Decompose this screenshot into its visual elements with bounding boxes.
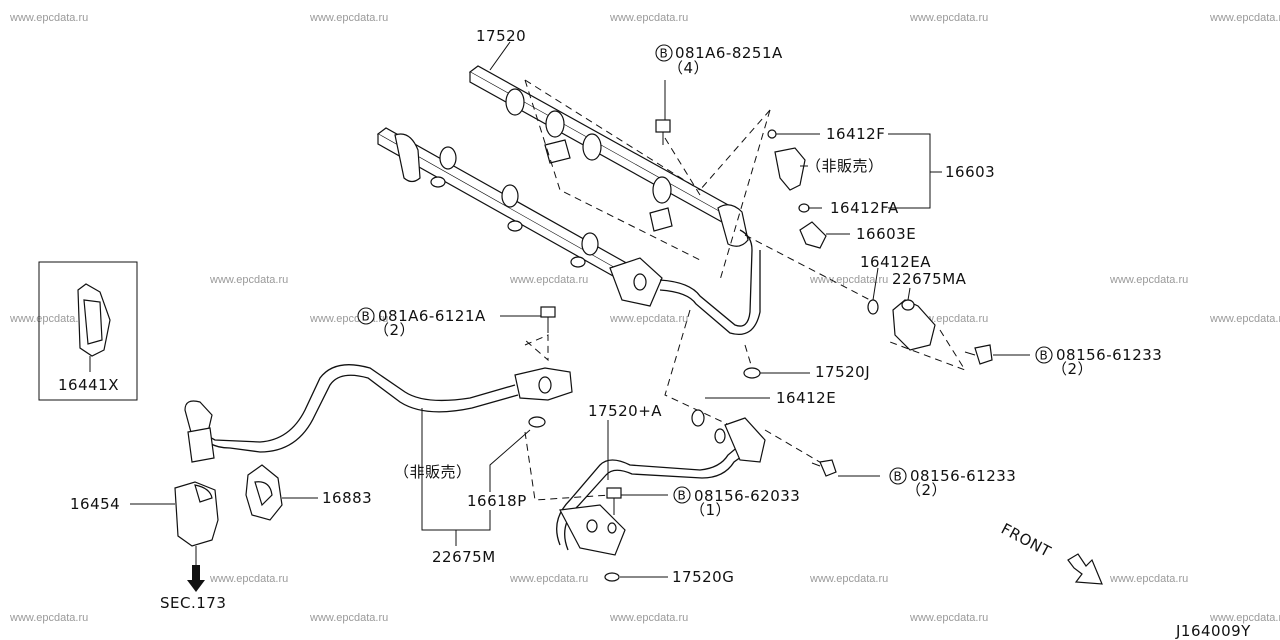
label-22675m: 22675M [432, 548, 496, 566]
label-bolt-08156-61233-lower: 08156-61233 [910, 467, 1016, 485]
fuel-rail-upper [468, 65, 749, 247]
watermark: www.epcdata.ru [609, 12, 688, 24]
label-17520: 17520 [476, 27, 526, 45]
bolt-b-icon [357, 307, 375, 325]
label-not-sold: （非販売） [394, 463, 472, 481]
part-labels: 17520 B 081A6-8251A （4） 16412F （非販売） 166… [58, 27, 1251, 640]
watermark: www.epcdata.ru [909, 12, 988, 24]
washer-17520j [743, 367, 761, 379]
bolt-b-icon [889, 467, 907, 485]
watermark: www.epcdata.ru [1109, 274, 1188, 286]
label-bolt-08156-61233-upper: 08156-61233 [1056, 346, 1162, 364]
bolt-b-icon [1035, 346, 1053, 364]
bolt-b-letter: B [678, 489, 686, 503]
fuel-injector-16603 [767, 129, 827, 249]
label-not-sold: （非販売） [806, 157, 884, 175]
fuel-rail-lower [376, 127, 663, 307]
label-16454: 16454 [70, 495, 120, 513]
label-22675ma: 22675MA [892, 270, 967, 288]
bolt-b-letter: B [362, 310, 370, 324]
label-bolt-08156-62033: 08156-62033 [694, 487, 800, 505]
bolt-b-icon [673, 486, 691, 504]
watermark: www.epcdata.ru [9, 12, 88, 24]
watermark: www.epcdata.ru [209, 573, 288, 585]
watermark: www.epcdata.ru [509, 573, 588, 585]
qty-bolt-081a6-6121a: （2） [374, 321, 415, 339]
label-16412ea: 16412EA [860, 253, 931, 271]
qty-bolt-081a6-8251a: （4） [668, 59, 709, 77]
bolt-b-letter: B [894, 470, 902, 484]
bolt-b-letter: B [660, 47, 668, 61]
watermark: www.epcdata.ru [909, 612, 988, 624]
label-17520a: 17520+A [588, 402, 662, 420]
label-16603e: 16603E [856, 225, 916, 243]
clamp-16454 [174, 481, 219, 592]
diagram-id: J164009Y [1175, 622, 1251, 640]
label-16618p: 16618P [467, 492, 527, 510]
label-17520j: 17520J [815, 363, 870, 381]
label-bolt-081a6-8251a: 081A6-8251A [675, 44, 783, 62]
watermark: www.epcdata.ru [1209, 313, 1280, 325]
qty-bolt-08156-61233-upper: （2） [1052, 360, 1093, 378]
front-label: FRONT [998, 520, 1054, 561]
watermark: www.epcdata.ru [1209, 12, 1280, 24]
watermark: www.epcdata.ru [9, 313, 88, 325]
label-16441x: 16441X [58, 376, 119, 394]
watermark: www.epcdata.ru [209, 274, 288, 286]
bolt-081a6-6121a [524, 306, 556, 362]
watermark: www.epcdata.ru [1209, 612, 1280, 624]
crossover-tube [659, 229, 753, 327]
watermark: www.epcdata.ru [809, 274, 888, 286]
label-16412f: 16412F [826, 125, 885, 143]
watermark: www.epcdata.ru [1109, 573, 1188, 585]
qty-bolt-08156-62033: （1） [690, 501, 731, 519]
watermark: www.epcdata.ru [309, 12, 388, 24]
label-sec-173: SEC.173 [160, 594, 226, 612]
watermark: www.epcdata.ru [309, 612, 388, 624]
label-bolt-081a6-6121a: 081A6-6121A [378, 307, 486, 325]
clip-16883 [245, 464, 283, 521]
pressure-regulator-22675ma [867, 299, 993, 365]
inset-box-16441x [38, 261, 138, 401]
front-indicator: FRONT [998, 520, 1103, 585]
watermark: www.epcdata.ru [609, 313, 688, 325]
fuel-hose-22675m [184, 364, 611, 501]
label-16603: 16603 [945, 163, 995, 181]
bolt-b-icon [655, 44, 673, 62]
leader-lines [130, 41, 1030, 578]
bolt-b-letter: B [1040, 349, 1048, 363]
watermark: www.epcdata.ru [609, 612, 688, 624]
front-arrow-icon [1067, 553, 1103, 585]
watermark: www.epcdata.ru [809, 573, 888, 585]
watermark: www.epcdata.ru [509, 274, 588, 286]
watermark: www.epcdata.ru [9, 612, 88, 624]
bolt-08156-61233-lower [811, 459, 837, 477]
arrow-down-icon [187, 565, 205, 592]
feed-tube-17520a [556, 409, 766, 582]
label-16412e: 16412E [776, 389, 836, 407]
bolt-081a6-8251a [655, 80, 671, 145]
qty-bolt-08156-61233-lower: （2） [906, 481, 947, 499]
label-17520g: 17520G [672, 568, 734, 586]
label-16883: 16883 [322, 489, 372, 507]
label-16412fa: 16412FA [830, 199, 899, 217]
